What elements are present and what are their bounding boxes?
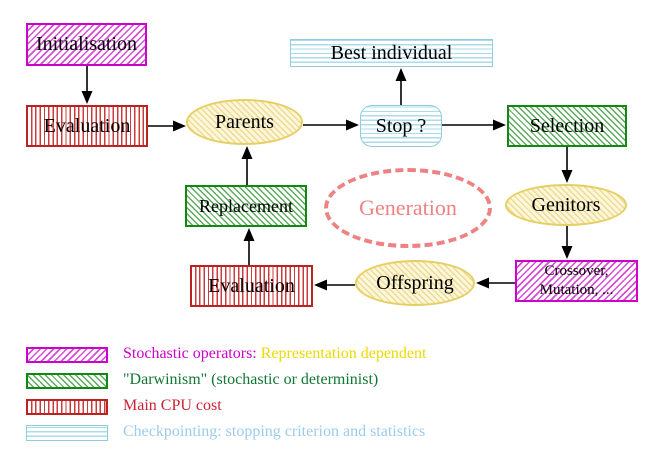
node-evaluation-top: Evaluation: [26, 105, 148, 147]
legend-swatch-green-hatch: [26, 373, 108, 389]
node-evaluation-bottom-label: Evaluation: [208, 274, 295, 297]
node-generation-label: Generation: [359, 195, 457, 220]
legend-label-stochastic-operators: Stochastic operators:: [123, 345, 257, 362]
legend-swatch-magenta-hatch: [26, 347, 108, 363]
node-offspring-label: Offspring: [376, 271, 454, 294]
node-crossover-mutation: Crossover, Mutation, ...: [515, 260, 638, 302]
node-generation-cycle: Generation: [324, 168, 492, 248]
crossover-line1: Crossover,: [544, 262, 609, 279]
node-stop-label: Stop ?: [375, 114, 427, 137]
node-crossover-mutation-label: Crossover, Mutation, ...: [540, 262, 614, 301]
legend-label-main-cpu-cost: Main CPU cost: [123, 397, 222, 414]
node-initialisation: Initialisation: [26, 23, 147, 66]
legend-swatch-red-stripes: [26, 399, 108, 415]
node-parents-label: Parents: [215, 110, 274, 133]
node-evaluation-top-label: Evaluation: [43, 114, 131, 137]
node-stop: Stop ?: [360, 105, 442, 147]
legend-text-stochastic: Stochastic operators: Representation dep…: [123, 345, 426, 363]
node-selection-label: Selection: [529, 114, 605, 137]
node-genitors-label: Genitors: [531, 193, 601, 216]
node-best-individual: Best individual: [290, 39, 493, 67]
node-genitors: Genitors: [505, 184, 627, 226]
node-selection: Selection: [507, 105, 627, 147]
node-parents: Parents: [186, 99, 303, 145]
node-replacement: Replacement: [185, 185, 307, 227]
node-best-individual-label: Best individual: [330, 41, 453, 64]
crossover-line2: Mutation, ...: [539, 282, 614, 298]
legend-label-darwinism: "Darwinism" (stochastic or determinist): [123, 371, 379, 388]
node-offspring: Offspring: [355, 260, 475, 306]
legend-swatch-cyan-stripes: [26, 425, 108, 441]
node-initialisation-label: Initialisation: [35, 33, 138, 55]
legend-label-representation-dependent: Representation dependent: [260, 345, 427, 362]
legend-label-checkpointing: Checkpointing: stopping criterion and st…: [123, 423, 426, 440]
node-evaluation-bottom: Evaluation: [190, 265, 313, 307]
node-replacement-label: Replacement: [199, 195, 293, 216]
